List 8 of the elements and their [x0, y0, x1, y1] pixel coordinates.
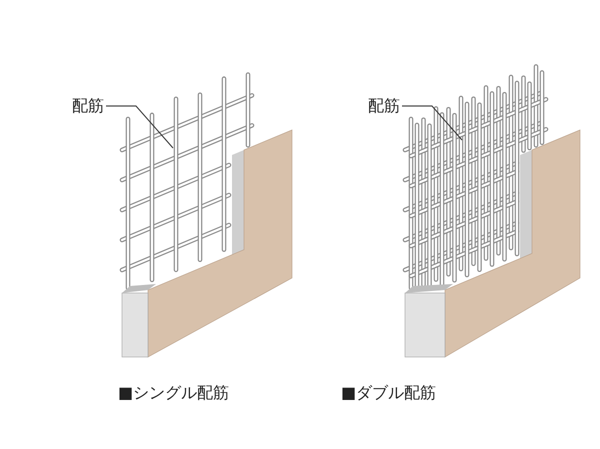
- part-label: 配筋: [368, 97, 400, 115]
- caption-text: ■ダブル配筋: [341, 384, 436, 402]
- leader-line: [106, 106, 174, 148]
- caption-text: ■シングル配筋: [118, 384, 230, 402]
- rebar-grid-drawing: [120, 72, 254, 290]
- part-label: 配筋: [72, 97, 104, 115]
- leader-line: [402, 106, 462, 140]
- rebar-grid-drawing: [402, 64, 548, 290]
